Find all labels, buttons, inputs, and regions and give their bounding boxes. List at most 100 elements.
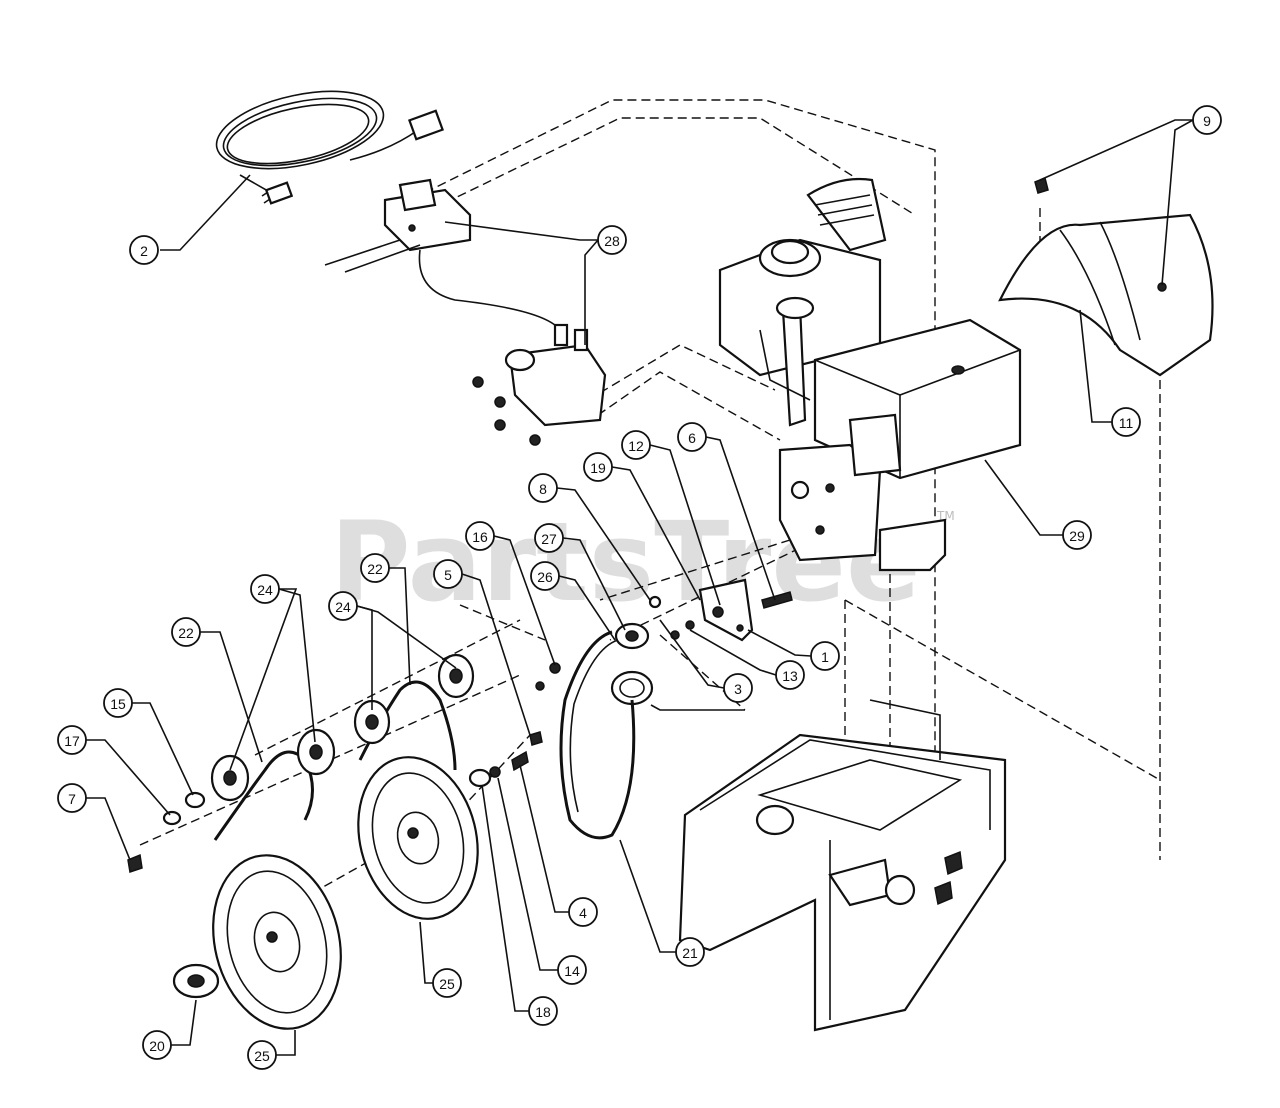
callout-c29: 29 — [1062, 520, 1092, 550]
callout-bubble — [360, 553, 390, 583]
callout-c24a: 24 — [250, 574, 280, 604]
callout-bubble — [597, 225, 627, 255]
chassis-frame — [678, 699, 1007, 1032]
callout-label: 24 — [335, 599, 351, 615]
callout-c25b: 25 — [247, 1040, 277, 1070]
callout-bubble — [723, 673, 753, 703]
callout-c14: 14 — [557, 955, 587, 985]
idler-bracket — [648, 578, 793, 642]
callout-label: 24 — [257, 582, 273, 598]
engine-shroud — [998, 176, 1214, 377]
callout-c20: 20 — [142, 1030, 172, 1060]
callout-bubble — [103, 688, 133, 718]
leader-lines — [86, 119, 1194, 1056]
callout-bubble — [621, 430, 651, 460]
callout-bubble — [528, 473, 558, 503]
callout-c25a: 25 — [432, 968, 462, 998]
alignment-lines — [139, 99, 1161, 901]
callout-bubble — [1062, 520, 1092, 550]
callout-bubble — [675, 937, 705, 967]
electric-starter-motor — [472, 323, 607, 446]
callout-bubble — [433, 559, 463, 589]
watermark-trademark: TM — [936, 509, 955, 523]
starter-switch-box — [324, 178, 561, 331]
callout-bubble — [775, 660, 805, 690]
callout-c26: 26 — [530, 561, 560, 591]
callout-c2: 2 — [129, 235, 159, 265]
callout-label: 22 — [178, 625, 194, 641]
callout-label: 29 — [1069, 528, 1085, 544]
callout-c9: 9 — [1192, 105, 1222, 135]
callout-label: 18 — [535, 1004, 551, 1020]
callout-label: 21 — [682, 945, 698, 961]
callout-label: 19 — [590, 460, 606, 476]
callout-bubble — [568, 897, 598, 927]
callout-label: 8 — [539, 481, 547, 497]
callout-c8: 8 — [528, 473, 558, 503]
callout-label: 6 — [688, 430, 696, 446]
callout-bubble — [557, 955, 587, 985]
callout-c22a: 22 — [171, 617, 201, 647]
callout-c24b: 24 — [328, 591, 358, 621]
callout-c12: 12 — [621, 430, 651, 460]
callout-label: 3 — [734, 681, 742, 697]
callout-bubble — [57, 725, 87, 755]
callout-label: 25 — [439, 976, 455, 992]
callout-layer: 1234567891112131415161718192021222224242… — [57, 105, 1222, 1070]
callout-label: 26 — [537, 569, 553, 585]
callout-bubble — [432, 968, 462, 998]
large-pulley-left — [210, 728, 342, 1030]
callout-label: 20 — [149, 1038, 165, 1054]
callout-label: 4 — [579, 905, 587, 921]
callout-bubble — [142, 1030, 172, 1060]
callout-c11: 11 — [1111, 407, 1141, 437]
callout-c7: 7 — [57, 783, 87, 813]
callout-label: 1 — [821, 649, 829, 665]
callout-c21: 21 — [675, 937, 705, 967]
callout-bubble — [677, 422, 707, 452]
callout-c27: 27 — [534, 523, 564, 553]
callout-bubble — [250, 574, 280, 604]
callout-bubble — [328, 591, 358, 621]
callout-c4: 4 — [568, 897, 598, 927]
callout-label: 9 — [1203, 113, 1211, 129]
drive-belt — [559, 630, 636, 840]
hardware-left — [127, 750, 529, 999]
callout-c18: 18 — [528, 996, 558, 1026]
callout-label: 16 — [472, 529, 488, 545]
callout-bubble — [171, 617, 201, 647]
callout-c6: 6 — [677, 422, 707, 452]
callout-bubble — [583, 452, 613, 482]
callout-bubble — [1111, 407, 1141, 437]
callout-label: 7 — [68, 791, 76, 807]
callout-bubble — [247, 1040, 277, 1070]
callout-label: 28 — [604, 233, 620, 249]
callout-label: 27 — [541, 531, 557, 547]
callout-label: 14 — [564, 963, 580, 979]
callout-c19: 19 — [583, 452, 613, 482]
callout-bubble — [129, 235, 159, 265]
callout-c15: 15 — [103, 688, 133, 718]
callout-bubble — [528, 996, 558, 1026]
callout-c13: 13 — [775, 660, 805, 690]
large-pulley-right — [353, 653, 479, 920]
callout-bubble — [465, 521, 495, 551]
callout-bubble — [1192, 105, 1222, 135]
callout-c17: 17 — [57, 725, 87, 755]
callout-label: 2 — [140, 243, 148, 259]
callout-c22b: 22 — [360, 553, 390, 583]
callout-bubble — [530, 561, 560, 591]
callout-label: 13 — [782, 668, 798, 684]
callout-bubble — [810, 641, 840, 671]
callout-c5: 5 — [433, 559, 463, 589]
callout-bubble — [57, 783, 87, 813]
callout-label: 17 — [64, 733, 80, 749]
callout-label: 25 — [254, 1048, 270, 1064]
callout-bubble — [534, 523, 564, 553]
callout-c1: 1 — [810, 641, 840, 671]
callout-label: 12 — [628, 438, 644, 454]
callout-c16: 16 — [465, 521, 495, 551]
callout-label: 5 — [444, 567, 452, 583]
callout-label: 11 — [1119, 415, 1134, 431]
